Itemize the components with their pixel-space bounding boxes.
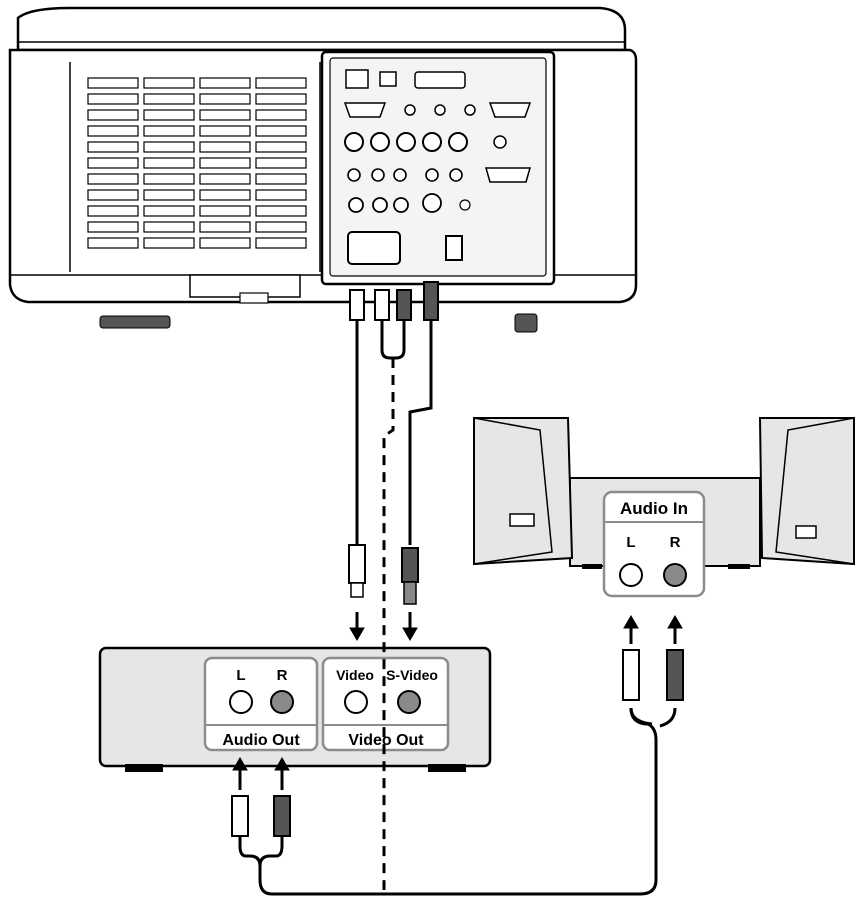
- vent-slot: [143, 189, 195, 201]
- cable-plugs: [231, 544, 684, 837]
- audio-out-left-label: L: [236, 667, 245, 684]
- bnc-connector: [422, 132, 442, 152]
- bnc-connector: [396, 132, 416, 152]
- vent-slot: [255, 157, 307, 169]
- vent-slot: [255, 221, 307, 233]
- small-jack: [393, 168, 407, 182]
- small-jack: [449, 168, 463, 182]
- audio-in-label: Audio In: [620, 499, 688, 518]
- vent-slot: [199, 205, 251, 217]
- vent-slot: [255, 125, 307, 137]
- video-jack-label: Video: [336, 667, 374, 683]
- connector-panel: [320, 50, 556, 286]
- video-jack: [344, 690, 368, 714]
- vent-slot: [143, 77, 195, 89]
- small-jack: [425, 168, 439, 182]
- vent-slot: [143, 141, 195, 153]
- vent-slot: [87, 237, 139, 249]
- bnc-connector: [344, 132, 364, 152]
- vent-slot: [199, 93, 251, 105]
- vent-slot: [87, 205, 139, 217]
- vent-slot: [143, 93, 195, 105]
- audio-out-right-label: R: [277, 667, 288, 684]
- vent-slot: [255, 205, 307, 217]
- speaker-right-jack-label: R: [670, 534, 681, 551]
- vent-slot: [255, 77, 307, 89]
- video-out-label: Video Out: [348, 732, 424, 749]
- vent-slot: [87, 93, 139, 105]
- bnc-connector: [370, 132, 390, 152]
- vent-slot: [87, 109, 139, 121]
- vent-slot: [87, 77, 139, 89]
- vent-slot: [255, 189, 307, 201]
- vent-slot: [255, 93, 307, 105]
- projector-audio-cable-dashed: [382, 358, 395, 890]
- vent-slot: [87, 221, 139, 233]
- bnc-connector: [448, 132, 468, 152]
- vent-slot: [199, 125, 251, 137]
- vent-slot: [199, 173, 251, 185]
- vent-grille: [87, 77, 307, 249]
- vent-slot: [143, 109, 195, 121]
- vent-slot: [199, 141, 251, 153]
- av-source-device: L R Audio Out Video S-Video Video Out: [98, 646, 492, 772]
- vent-slot: [143, 157, 195, 169]
- audio-out-left-jack: [229, 690, 253, 714]
- speaker-left-jack-label: L: [626, 534, 635, 551]
- audio-out-right-jack: [270, 690, 294, 714]
- vent-slot: [255, 109, 307, 121]
- vent-slot: [199, 237, 251, 249]
- svideo-cable: [408, 320, 433, 545]
- speaker-left-jack: [619, 563, 643, 587]
- vent-slot: [87, 125, 139, 137]
- projector-foot: [99, 315, 171, 329]
- speaker-right: [758, 417, 855, 566]
- speaker-system: Audio In L R: [473, 417, 855, 598]
- speaker-right-jack: [663, 563, 687, 587]
- projector-audio-cable: [380, 320, 406, 360]
- vent-slot: [199, 189, 251, 201]
- small-jack: [371, 168, 385, 182]
- vent-slot: [199, 157, 251, 169]
- vent-slot: [255, 141, 307, 153]
- vent-slot: [143, 125, 195, 137]
- vent-slot: [143, 221, 195, 233]
- connection-arrows: [232, 612, 683, 790]
- vent-slot: [199, 109, 251, 121]
- projector: [8, 6, 638, 333]
- vent-slot: [87, 173, 139, 185]
- vent-slot: [87, 189, 139, 201]
- vent-slot: [143, 173, 195, 185]
- audio-out-label: Audio Out: [222, 732, 300, 749]
- speaker-left: [473, 417, 574, 566]
- vent-slot: [143, 237, 195, 249]
- vent-slot: [87, 157, 139, 169]
- vent-slot: [255, 173, 307, 185]
- vent-slot: [255, 237, 307, 249]
- svideo-jack-label: S-Video: [386, 667, 438, 683]
- svideo-jack: [397, 690, 421, 714]
- projector-foot: [514, 313, 538, 333]
- vent-slot: [143, 205, 195, 217]
- vent-slot: [199, 221, 251, 233]
- cables: [238, 320, 677, 896]
- small-jack: [347, 168, 361, 182]
- vent-slot: [87, 141, 139, 153]
- vent-slot: [199, 77, 251, 89]
- projector-plugs: [349, 281, 439, 321]
